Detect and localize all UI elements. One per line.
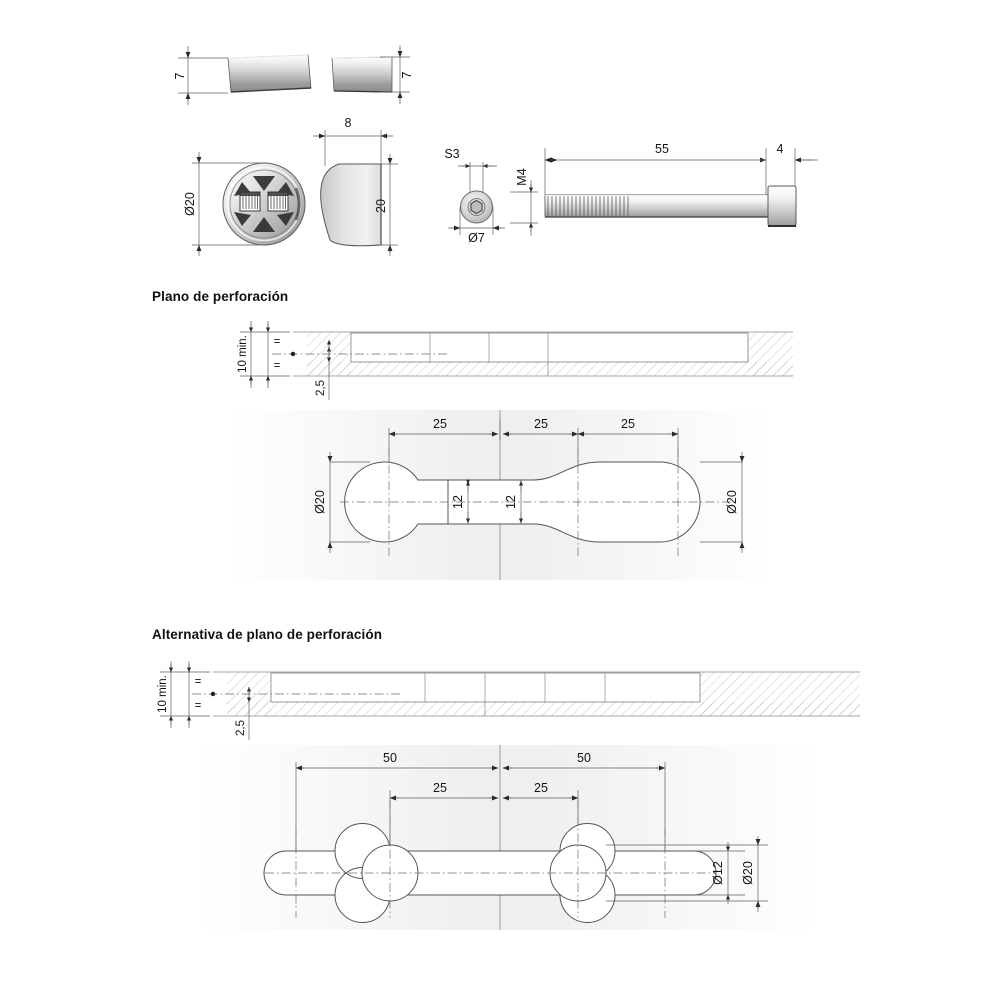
equal-mark-b1: =: [195, 676, 202, 688]
screw-side-view: M4 55 4: [510, 142, 818, 236]
dim-4: 4: [777, 142, 784, 156]
equal-mark-a2: =: [274, 360, 281, 372]
alt-drilling-plan-top: 50 50 25 25: [200, 745, 820, 930]
dim-25-1: 25: [433, 417, 447, 431]
screw-head-view: S3 Ø7: [444, 147, 505, 245]
dim-diameter-20-right: Ø20: [725, 490, 739, 514]
dim-25-b1: 25: [433, 781, 447, 795]
equal-mark-a1: =: [274, 336, 281, 348]
dim-25-2: 25: [534, 417, 548, 431]
cap-side-view: 8 20: [313, 116, 398, 256]
dim-25-b2: 25: [534, 781, 548, 795]
dim-8: 8: [345, 116, 352, 130]
dim-diameter-20-cap: Ø20: [183, 192, 197, 216]
dim-diameter-7: Ø7: [468, 231, 485, 245]
dim-10-min-a: 10 min.: [237, 335, 249, 373]
section-title-alternativa: Alternativa de plano de perforación: [152, 627, 383, 642]
dim-10-min-b: 10 min.: [157, 675, 169, 713]
dim-55: 55: [655, 142, 669, 156]
dim-s3: S3: [444, 147, 459, 161]
dim-50-left: 50: [383, 751, 397, 765]
alt-drilling-plan-section: 10 min. = = 2,5: [157, 661, 860, 740]
equal-mark-b2: =: [195, 700, 202, 712]
dim-20: 20: [374, 199, 388, 213]
drilling-plan-section: 10 min. = =: [237, 321, 793, 400]
dim-2-5-a: 2,5: [315, 380, 327, 396]
dim-7-right: 7: [400, 71, 414, 78]
dim-25-3: 25: [621, 417, 635, 431]
dim-diameter-12: Ø12: [711, 861, 725, 885]
dim-2-5-b: 2,5: [235, 720, 247, 736]
dim-diameter-20-alt: Ø20: [741, 861, 755, 885]
dim-7-left: 7: [173, 72, 187, 79]
drilling-plan-top: 25 25 25 Ø20 Ø20: [230, 410, 770, 580]
dim-50-right: 50: [577, 751, 591, 765]
dim-m4: M4: [515, 168, 529, 185]
cap-front-view: Ø20: [183, 152, 306, 256]
dim-diameter-20-left: Ø20: [313, 490, 327, 514]
section-title-plano-de-perforacion: Plano de perforación: [152, 289, 289, 304]
cap-thickness-view: 7 7: [173, 45, 414, 105]
